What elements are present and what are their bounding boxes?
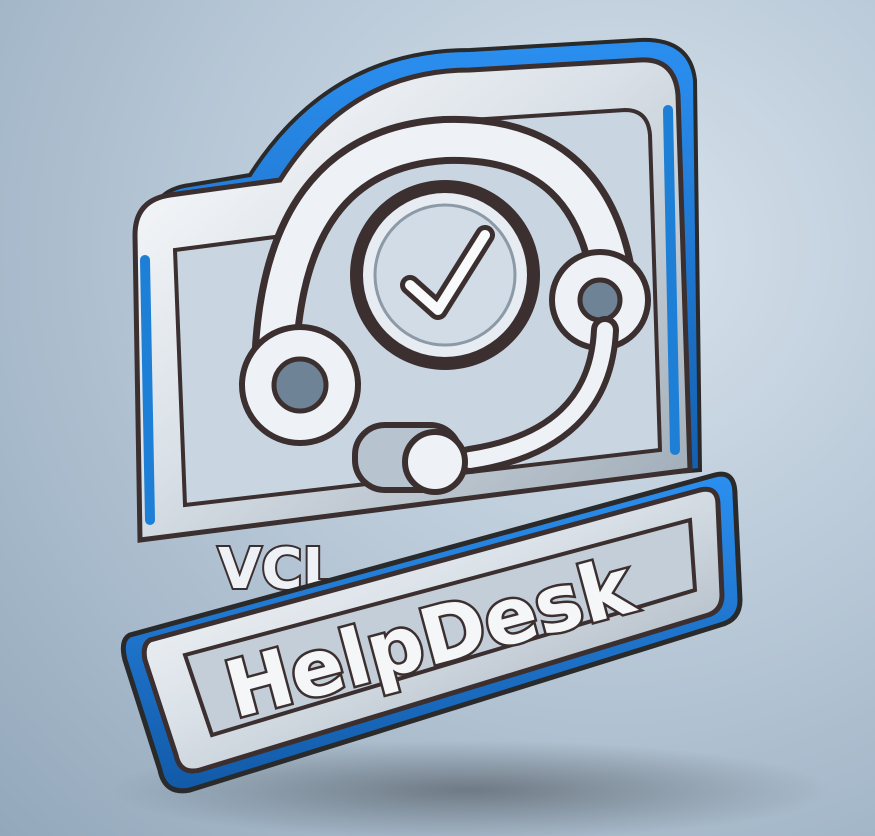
- blue-accent-left: [140, 255, 155, 525]
- headset-icon: [239, 115, 651, 495]
- drop-shadow: [110, 740, 830, 836]
- checkmark-icon: [350, 180, 540, 370]
- blue-accent-right: [663, 105, 680, 455]
- nameplate: [120, 471, 743, 794]
